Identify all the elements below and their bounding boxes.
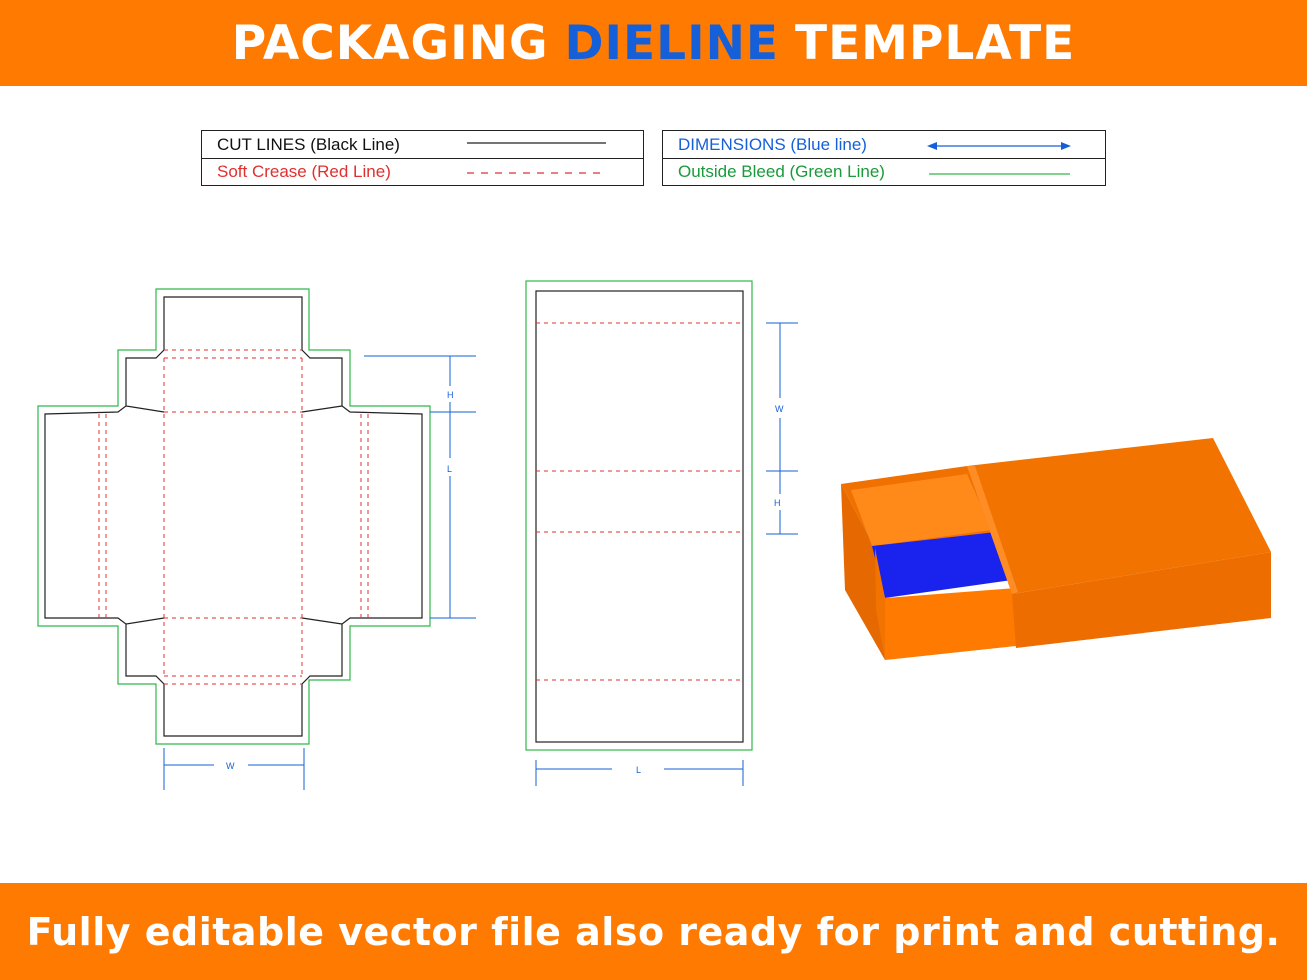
tray-bleed-outline	[37, 288, 431, 745]
dieline-artwork: H L W W H L	[37, 280, 1271, 790]
sleeve-bleed-outline	[525, 280, 753, 751]
tray-dimension-lines	[163, 355, 476, 790]
header-banner: PACKAGING DIELINE TEMPLATE	[0, 0, 1307, 86]
legend-left: CUT LINES (Black Line) Soft Crease (Red …	[201, 130, 644, 186]
tray-cut-outline	[44, 296, 423, 737]
legend-crease-label: Soft Crease (Red Line)	[217, 161, 391, 181]
tray-dim-h-label: H	[447, 390, 454, 400]
sleeve-cut-outline	[535, 290, 744, 743]
sleeve-dim-h-label: H	[774, 498, 781, 508]
legend-dimensions-label: DIMENSIONS (Blue line)	[678, 134, 867, 154]
box-3d-render	[841, 438, 1271, 660]
legend-crease-sample	[467, 172, 606, 174]
legend-row-bleed: Outside Bleed (Green Line)	[663, 158, 1105, 185]
tray-inner-floor	[872, 532, 1012, 598]
title-word-dieline: DIELINE	[564, 15, 780, 71]
title-word-packaging: PACKAGING	[231, 15, 549, 71]
legend-right: DIMENSIONS (Blue line) Outside Bleed (Gr…	[662, 130, 1106, 186]
tray-crease-lines	[98, 349, 369, 685]
tray-front-face	[885, 588, 1016, 660]
tray-inner-back	[851, 474, 992, 546]
tray-dim-l-label: L	[447, 464, 452, 474]
tray-front-left-strip	[875, 548, 885, 660]
tray-dim-w-label: W	[226, 761, 235, 771]
legend-row-cut: CUT LINES (Black Line)	[202, 131, 643, 159]
sleeve-top	[967, 438, 1271, 594]
legend-dimensions-sample	[927, 142, 1071, 150]
title-word-template: TEMPLATE	[795, 15, 1076, 71]
sleeve-crease-lines	[536, 322, 743, 681]
tray-dieline: H L W	[37, 288, 476, 790]
footer-banner: Fully editable vector file also ready fo…	[0, 883, 1307, 980]
sleeve-front	[1012, 552, 1271, 648]
tray-left-side	[841, 484, 885, 660]
footer-text: Fully editable vector file also ready fo…	[26, 909, 1281, 954]
legend-row-crease: Soft Crease (Red Line)	[202, 158, 643, 185]
sleeve-dimension-lines	[535, 322, 798, 786]
sleeve-left-edge	[967, 466, 1018, 594]
legend-bleed-label: Outside Bleed (Green Line)	[678, 161, 885, 181]
legend-cut-sample	[467, 142, 606, 144]
legend-bleed-sample	[929, 173, 1070, 175]
legend-row-dimensions: DIMENSIONS (Blue line)	[663, 131, 1105, 159]
sleeve-dim-l-label: L	[636, 765, 641, 775]
sleeve-dieline: W H L	[525, 280, 798, 786]
sleeve-dim-w-label: W	[775, 404, 784, 414]
legend-cut-label: CUT LINES (Black Line)	[217, 134, 400, 154]
